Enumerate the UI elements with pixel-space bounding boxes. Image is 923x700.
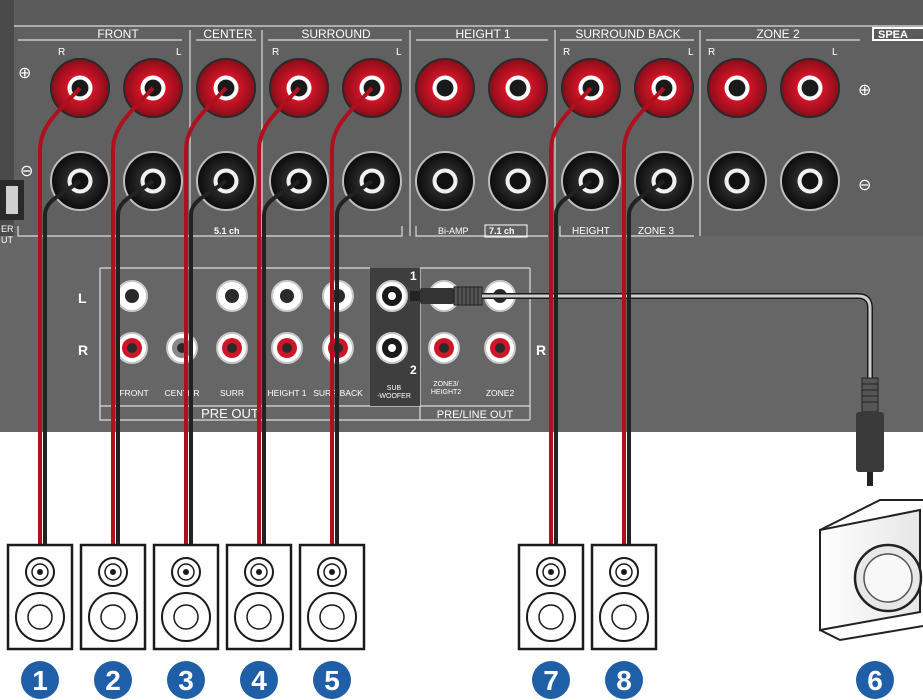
badge-number: 6: [867, 665, 883, 696]
side-fragment-2: UT: [1, 235, 13, 245]
badge-5: 5: [313, 661, 351, 699]
preout-title: PRE OUT: [201, 406, 259, 421]
badge-number: 7: [543, 665, 559, 696]
label-l-surround: L: [396, 47, 402, 58]
group-label-front: FRONT: [97, 27, 139, 41]
badge-1: 1: [21, 661, 59, 699]
preout-row-r: R: [78, 342, 88, 358]
badge-4: 4: [240, 661, 278, 699]
preout-label-subwoofer: SUB-WOOFER: [377, 385, 411, 400]
plus-sign-left: ⊕: [18, 65, 31, 82]
preout-label-front: FRONT: [119, 388, 148, 398]
sub-num-2: 2: [410, 363, 417, 377]
label-7-1ch: 7.1 ch: [489, 226, 515, 236]
preout-row-l: L: [78, 290, 87, 306]
label-height: HEIGHT: [572, 226, 610, 237]
plus-sign-right: ⊕: [858, 82, 871, 99]
speaker-1: [6, 543, 74, 651]
badge-number: 4: [251, 665, 267, 696]
speakers-header-text: SPEA: [878, 29, 908, 41]
badge-2: 2: [94, 661, 132, 699]
badge-number: 1: [32, 665, 48, 696]
group-label-center: CENTER: [203, 27, 253, 41]
label-zone3: ZONE 3: [638, 226, 675, 237]
minus-sign-right: ⊖: [858, 177, 871, 194]
side-fragment-1: ER: [1, 224, 14, 234]
group-label-surround: SURROUND: [301, 27, 371, 41]
label-l-front: L: [176, 47, 182, 58]
speaker-3: [152, 543, 220, 651]
red-terminal-row: [50, 58, 840, 118]
black-terminal-row: [50, 151, 840, 211]
badge-number: 5: [324, 665, 340, 696]
badge-number: 8: [616, 665, 632, 696]
preout-row-r-right: R: [536, 342, 546, 358]
terminal-height1-l-minus[interactable]: [488, 151, 548, 211]
label-r-front: R: [58, 47, 65, 58]
label-r-zone2: R: [708, 47, 715, 58]
label-5-1ch: 5.1 ch: [214, 226, 240, 236]
terminal-zone2-r-minus[interactable]: [707, 151, 767, 211]
group-label-surround-back: SURROUND BACK: [575, 27, 680, 41]
badge-8: 8: [605, 661, 643, 699]
terminal-height1-r-minus[interactable]: [415, 151, 475, 211]
label-biamp: Bi-AMP: [438, 226, 469, 236]
preout-label-surr: SURR: [220, 388, 244, 398]
group-label-height1: HEIGHT 1: [455, 27, 510, 41]
badge-number: 2: [105, 665, 121, 696]
badge-7: 7: [532, 661, 570, 699]
badge-6: 6: [856, 661, 894, 699]
speaker-cables: [38, 86, 666, 545]
preout-label-center: CENTER: [165, 388, 200, 398]
terminal-height1-r-plus[interactable]: [415, 58, 475, 118]
terminal-height1-l-plus[interactable]: [488, 58, 548, 118]
badge-3: 3: [167, 661, 205, 699]
speaker-8: [590, 543, 658, 651]
sub-num-1: 1: [410, 269, 417, 283]
group-label-zone2: ZONE 2: [756, 27, 800, 41]
preline-out-title: PRE/LINE OUT: [437, 409, 514, 421]
label-r-surround-back: R: [563, 47, 570, 58]
speaker-2: [79, 543, 147, 651]
speaker-5: [298, 543, 366, 651]
subwoofer-cable: [410, 286, 884, 486]
label-l-zone2: L: [832, 47, 838, 58]
speaker-4: [225, 543, 293, 651]
preout-label-zone3h2: ZONE3/HEIGHT2: [431, 381, 461, 396]
preout-label-height1: HEIGHT 1: [267, 388, 306, 398]
preout-area: [0, 236, 923, 432]
number-badges: 1 2 3 4 5 7 8 6: [21, 661, 894, 699]
minus-sign-left: ⊖: [20, 163, 33, 180]
preout-label-zone2: ZONE2: [486, 388, 515, 398]
badge-number: 3: [178, 665, 194, 696]
terminal-zone2-r-plus[interactable]: [707, 58, 767, 118]
label-r-surround: R: [272, 47, 279, 58]
terminal-zone2-l-plus[interactable]: [780, 58, 840, 118]
speaker-7: [517, 543, 585, 651]
label-l-surround-back: L: [688, 47, 694, 58]
speakers-group: [6, 543, 658, 651]
subwoofer-unit: [819, 499, 923, 642]
terminal-zone2-l-minus[interactable]: [780, 151, 840, 211]
